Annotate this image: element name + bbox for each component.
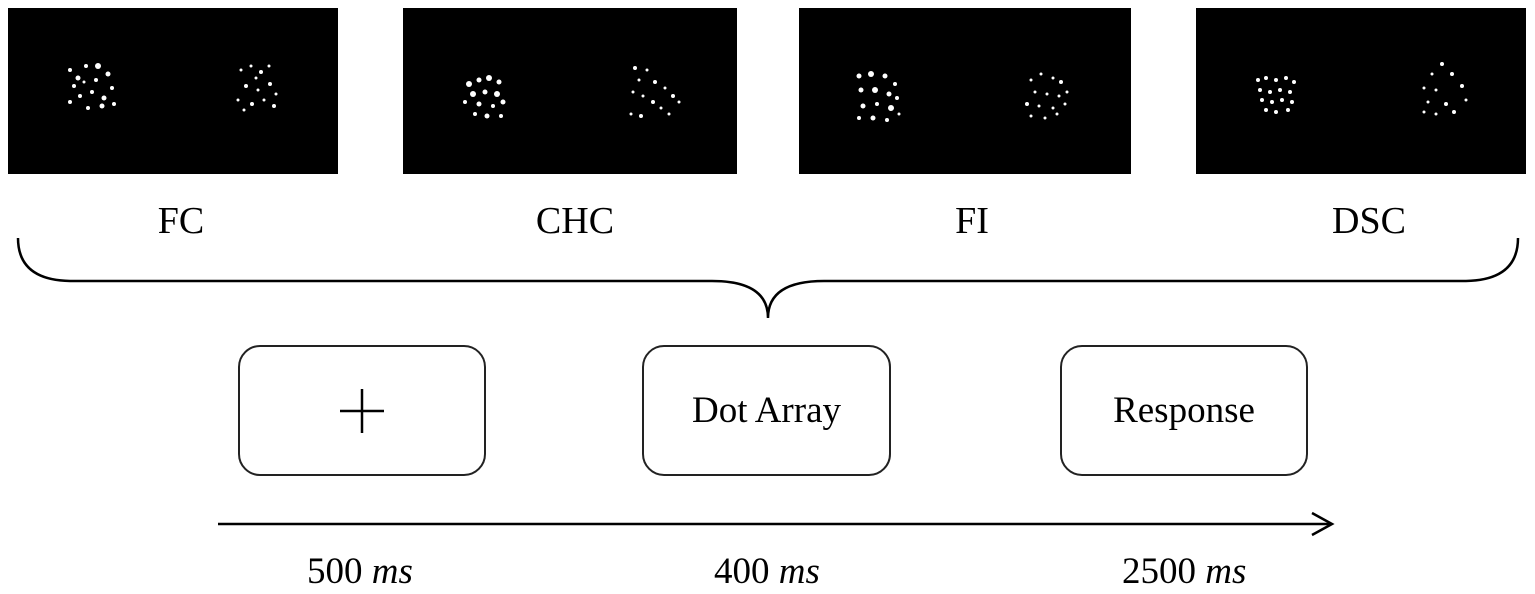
condition-label-fi: FI xyxy=(955,200,989,242)
duration-unit: ms xyxy=(371,551,413,592)
duration-value: 500 xyxy=(307,551,363,592)
duration-unit: ms xyxy=(1205,551,1247,592)
response-box: Response xyxy=(1060,345,1308,476)
duration-response: 2500 ms xyxy=(1122,550,1246,594)
duration-unit: ms xyxy=(778,551,820,592)
condition-label-fc: FC xyxy=(157,200,205,242)
fixation-box xyxy=(238,345,486,476)
duration-dot-array: 400 ms xyxy=(714,550,820,594)
stimulus-panel-fi xyxy=(799,8,1131,174)
dot-array-image xyxy=(856,71,1069,122)
duration-fixation: 500 ms xyxy=(307,550,413,594)
dot-array-image xyxy=(68,63,278,112)
timeline-arrowhead xyxy=(1311,511,1335,537)
stimulus-panel-dsc xyxy=(1196,8,1526,174)
condition-label-chc: CHC xyxy=(535,200,615,242)
dot-array-box: Dot Array xyxy=(642,345,891,476)
fixation-cross-icon xyxy=(340,388,384,433)
dot-array-label: Dot Array xyxy=(692,390,841,431)
condition-label-dsc: DSC xyxy=(1332,200,1406,242)
dot-array-image xyxy=(1256,62,1468,116)
response-label: Response xyxy=(1113,390,1255,431)
grouping-brace xyxy=(16,237,1520,319)
dot-array-image xyxy=(463,66,681,119)
duration-value: 2500 xyxy=(1122,551,1196,592)
stimulus-panel-fc xyxy=(8,8,338,174)
stimulus-panel-chc xyxy=(403,8,737,174)
duration-value: 400 xyxy=(714,551,770,592)
